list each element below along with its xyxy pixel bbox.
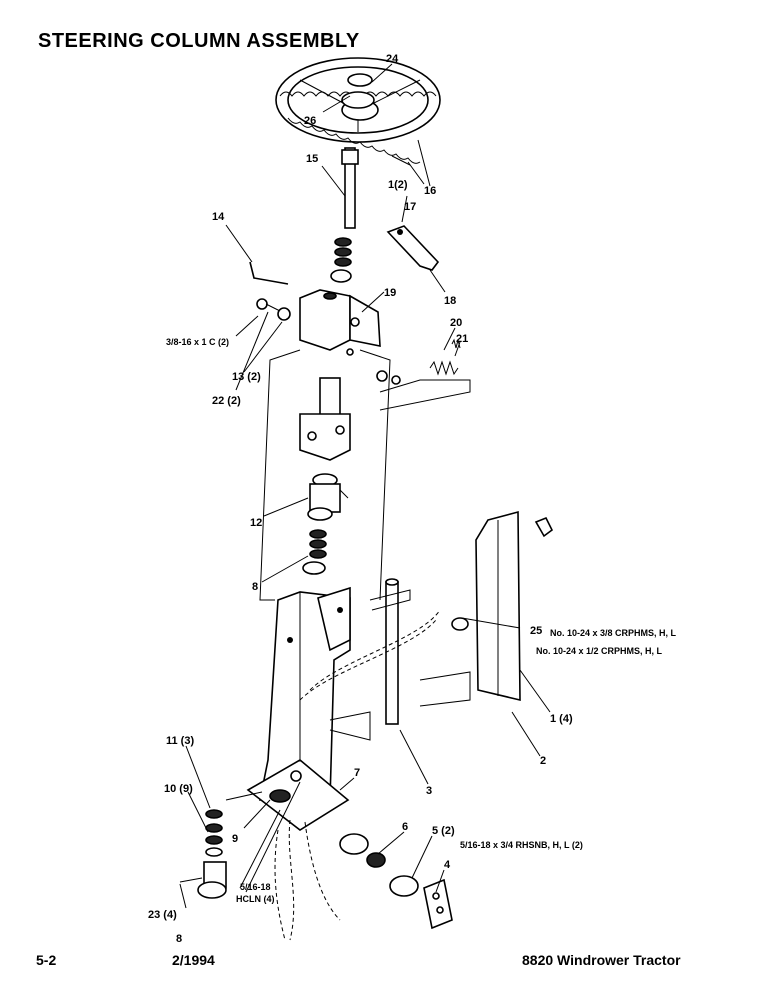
callout-21: 21 (456, 333, 468, 345)
middle-yoke (299, 377, 351, 461)
callout-19: 19 (384, 287, 396, 299)
callout-12: 12 (250, 517, 262, 529)
callout-23: 23 (4) (148, 909, 177, 921)
bracket (386, 225, 440, 271)
callout-10: 10 (9) (164, 783, 193, 795)
lower-bracket (423, 878, 453, 930)
callout-20: 20 (450, 317, 462, 329)
callout-25: 25 (530, 625, 542, 637)
leader-lines (179, 63, 551, 909)
callout-22: 22 (2) (212, 395, 241, 407)
callout-26: 26 (304, 115, 316, 127)
column-outline (259, 349, 471, 601)
rod (385, 578, 399, 725)
callout-11: 11 (3) (166, 735, 194, 747)
steering-shaft (341, 147, 359, 229)
callout-1-panel: 1 (4) (550, 713, 573, 725)
lower-ujoint (179, 809, 227, 899)
spring-pin (391, 155, 411, 166)
callout-24: 24 (386, 53, 399, 65)
bent-pin (249, 261, 289, 285)
spec-nut-hcln: HCLN (4) (236, 894, 275, 904)
callout-17: 17 (404, 201, 416, 213)
callout-labels: 24 26 15 16 17 1(2) 14 18 19 20 21 13 (2… (148, 53, 573, 945)
spec-bolt-38: 3/8-16 x 1 C (2) (166, 337, 229, 347)
upper-housing (299, 289, 381, 356)
universal-joint (307, 473, 349, 521)
callout-4: 4 (444, 859, 451, 871)
callout-14: 14 (212, 211, 225, 223)
spec-screw-38: No. 10-24 x 3/8 CRPHMS, H, L (550, 628, 677, 638)
callout-1-top: 1(2) (388, 179, 408, 191)
callout-16: 16 (424, 185, 436, 197)
callout-9: 9 (232, 833, 238, 845)
page-title: STEERING COLUMN ASSEMBLY (38, 30, 360, 52)
connector-lines (225, 589, 471, 801)
spring-assembly (376, 338, 461, 385)
washer-stack-upper (330, 237, 352, 283)
callout-13: 13 (2) (232, 371, 261, 383)
footer-page-number: 5-2 (36, 952, 57, 968)
footer-date: 2/1994 (172, 952, 215, 968)
callout-15: 15 (306, 153, 318, 165)
flange-bearing (339, 833, 419, 897)
callout-8-upper: 8 (252, 581, 258, 593)
callout-8-lower: 8 (176, 933, 182, 945)
spec-bolt-rhsnb: 5/16-18 x 3/4 RHSNB, H, L (2) (460, 840, 583, 850)
callout-2: 2 (540, 755, 546, 767)
footer-model: 8820 Windrower Tractor (522, 952, 681, 968)
steering-wheel (275, 57, 441, 164)
callout-3: 3 (426, 785, 432, 797)
wiring-harness (274, 609, 441, 941)
spec-labels: 3/8-16 x 1 C (2) No. 10-24 x 3/8 CRPHMS,… (166, 337, 677, 904)
bolt-set-left (256, 298, 291, 321)
callout-7: 7 (354, 767, 360, 779)
base-plate (246, 759, 350, 831)
spec-nut-516: 5/16-18 (240, 882, 271, 892)
column-tube (259, 586, 351, 801)
panel (451, 510, 554, 702)
spec-screw-12: No. 10-24 x 1/2 CRPHMS, H, L (536, 646, 663, 656)
callout-6: 6 (402, 821, 408, 833)
callout-5: 5 (2) (432, 825, 455, 837)
washer-stack-lower (302, 529, 327, 575)
callout-18: 18 (444, 295, 456, 307)
